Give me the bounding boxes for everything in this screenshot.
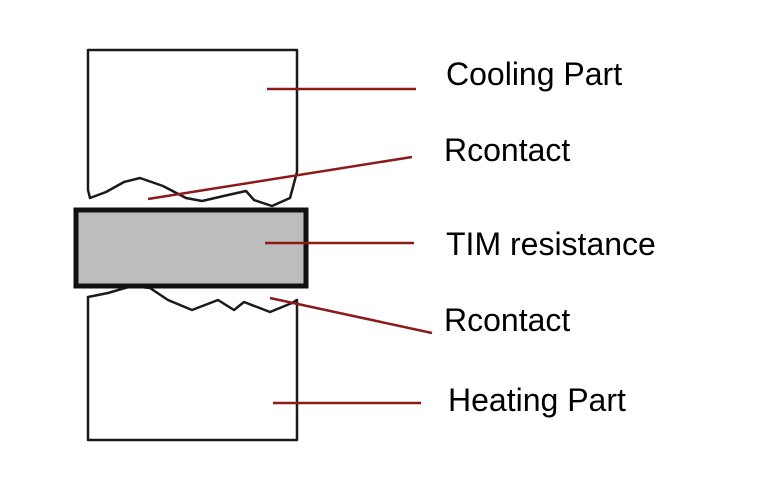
label-tim-resistance: TIM resistance [446, 226, 656, 262]
tim-layer [73, 207, 309, 289]
leader-line-rcontact-bottom [269, 296, 433, 335]
label-rcontact-top: Rcontact [444, 132, 571, 168]
label-heating-part: Heating Part [448, 382, 626, 418]
cooling-part-block [86, 48, 299, 208]
heating-part-block [86, 284, 299, 442]
leader-line-rcontact-top [147, 155, 413, 201]
label-cooling-part: Cooling Part [446, 56, 623, 92]
label-rcontact-bottom: Rcontact [444, 302, 571, 338]
